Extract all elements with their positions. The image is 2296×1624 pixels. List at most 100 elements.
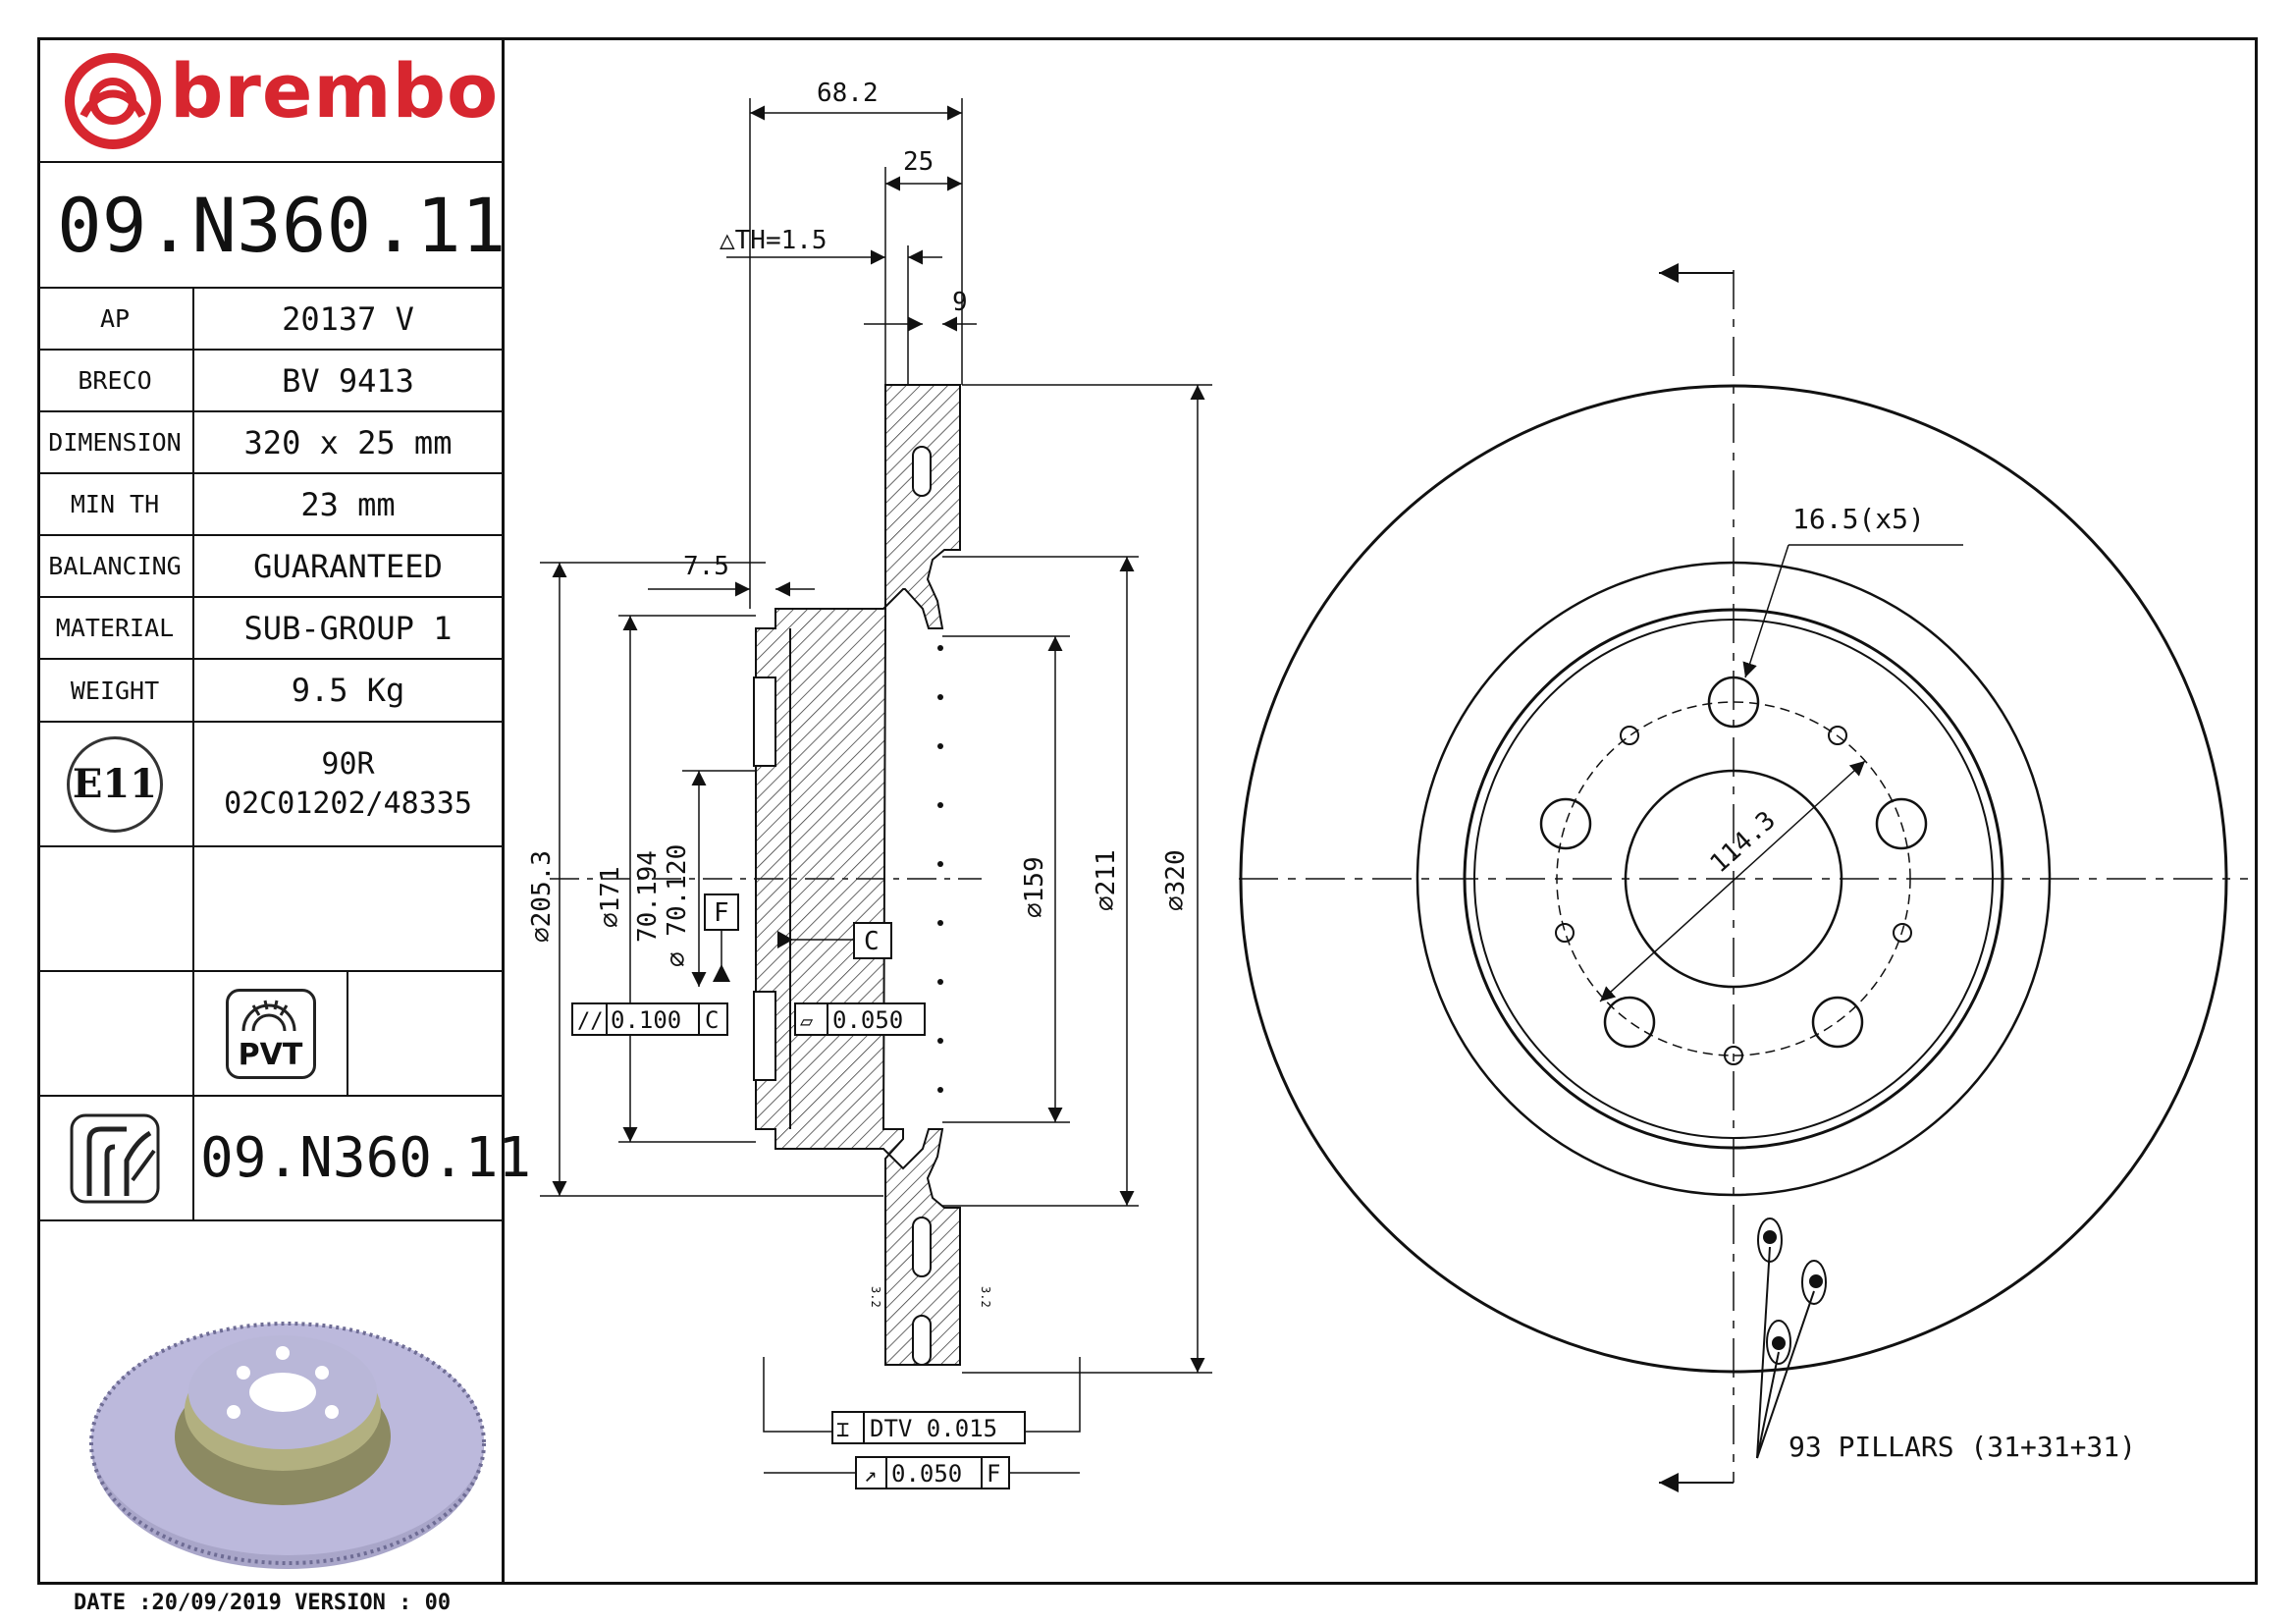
front-view (1239, 263, 2248, 1492)
section-dimensions (540, 98, 1212, 1374)
dim-overall-height: 68.2 (817, 79, 879, 108)
pillar-dots (937, 645, 943, 1093)
spec-row: AP 20137 V (37, 289, 502, 351)
small-hole (1620, 726, 1639, 745)
dim-hat-inner: ⌀171 (596, 866, 625, 928)
brembo-logo-icon (65, 53, 161, 149)
dtv-value: DTV 0.015 (870, 1415, 997, 1442)
parallelism-value: 0.100 (611, 1006, 681, 1034)
datum-c-triangle (777, 931, 793, 948)
hat-outer-circle (1415, 561, 2052, 1197)
spec-row: BALANCING GUARANTEED (37, 536, 502, 598)
spec-value: GUARANTEED (253, 547, 443, 585)
roughness-left: 3.2 (869, 1286, 882, 1308)
pillars-label: 93 PILLARS (31+31+31) (1789, 1431, 2136, 1463)
dim-th-tolerance: △TH=1.5 (720, 226, 828, 255)
approval-row: E11 90R 02C01202/48335 (37, 723, 502, 847)
flatness-frame (794, 1002, 926, 1036)
section-view (550, 384, 982, 1366)
approval-number: 02C01202/48335 (224, 785, 472, 821)
spec-value: 23 mm (300, 485, 396, 523)
pcd-circle (1556, 701, 1911, 1056)
approval-regulation: 90R (321, 746, 375, 782)
section-ring-upper (755, 384, 961, 1366)
frame-leaders (721, 930, 1081, 1474)
spec-label: WEIGHT (37, 660, 194, 721)
datum-f-box (704, 893, 739, 931)
disc-cross-icon-cell (37, 1097, 194, 1219)
spec-row: DIMENSION 320 x 25 mm (37, 412, 502, 474)
dim-pcd: 114.3 (1705, 806, 1782, 880)
e11-icon: E11 (67, 735, 163, 833)
brand-header: brembo (37, 37, 502, 163)
spec-label: AP (37, 289, 194, 349)
spec-row: WEIGHT 9.5 Kg (37, 660, 502, 723)
spec-label: BRECO (37, 351, 194, 410)
approval-info: 90R 02C01202/48335 (194, 723, 502, 845)
dim-bore-max: 70.194 (633, 850, 663, 943)
dim-hat-outer: ⌀205.3 (527, 850, 557, 943)
part-number-bottom: 09.N360.11 (200, 1126, 532, 1190)
spec-label: BALANCING (37, 536, 194, 596)
spec-value: 20137 V (282, 299, 414, 338)
pvt-icon: PVT (225, 988, 316, 1079)
dim-flange: 9 (952, 288, 968, 317)
dim-159: ⌀159 (1020, 856, 1049, 918)
spec-label: MATERIAL (37, 598, 194, 658)
dim-bore-min: ⌀ 70.120 (663, 844, 692, 967)
dim-thickness: 25 (903, 147, 934, 177)
pvt-cell: PVT (194, 972, 348, 1095)
dtv-icon: ⌶ (836, 1418, 849, 1442)
drawing-frame (37, 37, 2258, 1585)
disc-outer-edge (1239, 384, 2228, 1374)
spec-row: BRECO BV 9413 (37, 351, 502, 412)
vented-disc-icon (241, 1000, 295, 1031)
datum-c-label: C (864, 927, 880, 956)
dim-211: ⌀211 (1092, 849, 1121, 911)
disc-3d-image (89, 1322, 486, 1569)
blank-cell (37, 972, 194, 1095)
dim-bolt-hole: 16.5(x5) (1792, 503, 1925, 535)
parallelism-frame (571, 1002, 728, 1036)
approval-mark-cell: E11 (37, 723, 194, 845)
spec-value: 9.5 Kg (291, 672, 405, 709)
datum-f-triangle (713, 964, 730, 982)
hat-step-circle (1473, 619, 1994, 1139)
spec-value: 320 x 25 mm (243, 423, 453, 461)
flatness-value: 0.050 (832, 1006, 903, 1034)
small-hole (1555, 923, 1575, 943)
part-number-row: 09.N360.11 (37, 1097, 532, 1221)
blank-row (37, 847, 502, 972)
datum-f-label: F (714, 898, 729, 928)
disc-render (77, 1265, 508, 1589)
flatness-icon: ▱ (800, 1009, 814, 1034)
spec-label: DIMENSION (37, 412, 194, 472)
pvt-label: PVT (238, 1037, 303, 1072)
spec-label: MIN TH (37, 474, 194, 534)
small-hole (1828, 726, 1847, 745)
parallelism-icon: // (577, 1009, 604, 1034)
bolt-hole (1603, 996, 1656, 1049)
bolt-hole (1707, 676, 1760, 729)
disc-cross-icon (70, 1113, 160, 1203)
bolt-holes (1539, 676, 1928, 1049)
footer-date-version: DATE :20/09/2019 VERSION : 00 (74, 1591, 452, 1615)
braking-inner-edge (1463, 608, 2004, 1150)
small-holes (1555, 726, 1912, 1065)
datum-c-box (853, 922, 892, 959)
spec-row: MATERIAL SUB-GROUP 1 (37, 598, 502, 660)
roughness-right: 3.2 (979, 1286, 992, 1308)
bolt-hole (1539, 797, 1592, 850)
runout-ref: F (987, 1460, 1000, 1488)
small-hole (1724, 1046, 1743, 1065)
small-hole (1893, 923, 1912, 943)
runout-value: 0.050 (891, 1460, 962, 1488)
dim-hat-wall: 7.5 (683, 552, 729, 581)
pvt-row: PVT (37, 972, 502, 1097)
spec-value: SUB-GROUP 1 (243, 609, 453, 647)
tolerance-frames (571, 893, 1026, 1489)
spec-value: BV 9413 (282, 361, 414, 400)
part-number-title: 09.N360.11 (37, 163, 507, 289)
approval-mark: E11 (72, 761, 158, 807)
